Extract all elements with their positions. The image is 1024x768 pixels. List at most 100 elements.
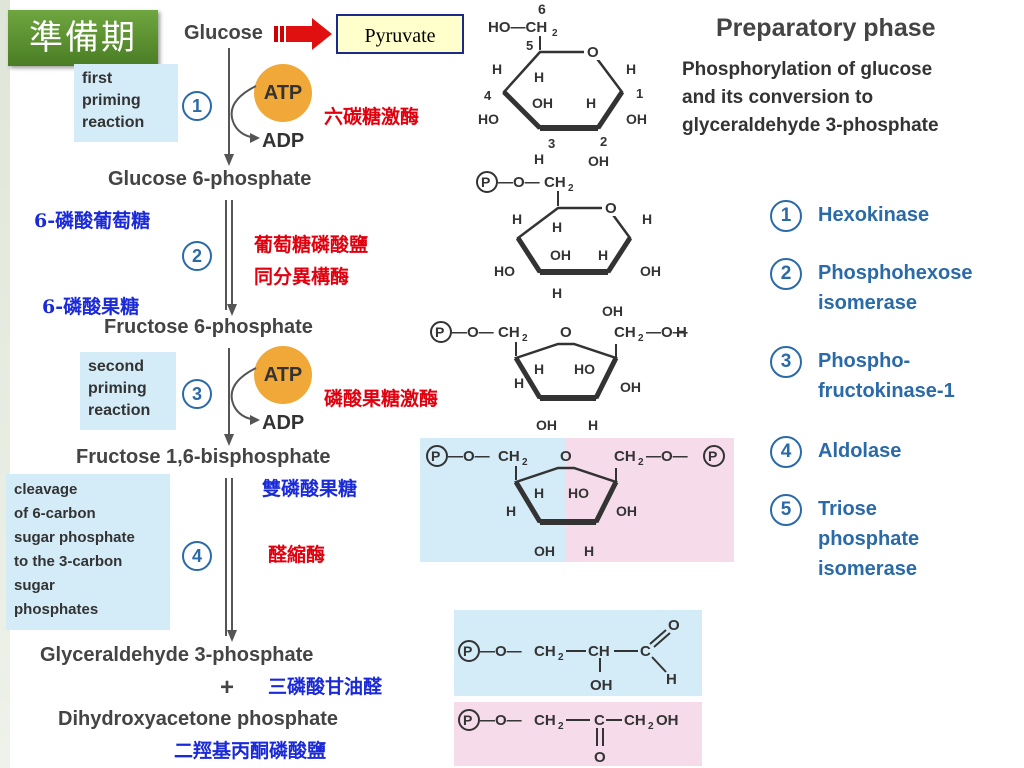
enzyme-name-line: fructokinase-1 bbox=[818, 380, 955, 402]
gap-label: Glyceraldehyde 3-phosphate bbox=[40, 644, 314, 666]
enzyme-3-badge: 3 bbox=[770, 346, 802, 378]
atom-label: H bbox=[506, 503, 516, 519]
subtitle-line: glyceraldehyde 3-phosphate bbox=[682, 115, 939, 136]
carbon-number: 4 bbox=[484, 88, 492, 103]
gap-box bbox=[454, 610, 702, 696]
subscript: 2 bbox=[552, 28, 558, 39]
subscript: 2 bbox=[558, 721, 564, 732]
atom-label: O bbox=[594, 749, 606, 766]
atom-label: H bbox=[534, 361, 544, 377]
enzyme-2-badge: 2 bbox=[770, 258, 802, 290]
atom-label: H bbox=[534, 485, 544, 501]
box-line: first bbox=[82, 70, 113, 87]
phosphate-label: P bbox=[708, 448, 717, 464]
phosphate-label: P bbox=[481, 174, 490, 190]
carbon-number: 6 bbox=[538, 1, 546, 17]
atom-label: H bbox=[586, 95, 596, 111]
subscript: 2 bbox=[558, 652, 564, 663]
step-4-badge: 4 bbox=[182, 541, 212, 571]
enzyme-name-line: Hexokinase bbox=[818, 204, 930, 226]
group-label: CH bbox=[544, 174, 566, 191]
ring-oxygen: O bbox=[560, 448, 572, 465]
atom-label: OH bbox=[616, 503, 637, 519]
zh-isomerase-2: 同分異構酶 bbox=[254, 266, 350, 288]
atom-label: O bbox=[668, 617, 680, 634]
box-line: priming bbox=[88, 380, 147, 397]
pyruvate-box: Pyruvate bbox=[336, 14, 464, 54]
subtitle-line: Phosphorylation of glucose bbox=[682, 59, 933, 80]
enzyme-name-line: Aldolase bbox=[818, 440, 902, 462]
group-label: —O— bbox=[448, 448, 490, 465]
zh-g6p: 6-磷酸葡萄糖 bbox=[34, 210, 151, 232]
zh-dhap: 二羥基丙酮磷酸鹽 bbox=[174, 740, 327, 762]
subscript: 2 bbox=[522, 333, 528, 344]
atom-label: H bbox=[666, 671, 677, 688]
atom-label: H bbox=[552, 285, 562, 301]
second-priming-box: second priming reaction bbox=[80, 352, 176, 430]
group-label: —O— bbox=[498, 174, 540, 191]
dhap-label: Dihydroxyacetone phosphate bbox=[58, 708, 339, 730]
atp-2: ATP bbox=[254, 346, 312, 404]
zh-isomerase-1: 葡萄糖磷酸鹽 bbox=[254, 234, 369, 256]
enzyme-name-line: Phosphohexose bbox=[818, 262, 973, 284]
carbon-number: 3 bbox=[548, 136, 555, 151]
ring-oxygen: O bbox=[605, 200, 617, 217]
carbon-number: 1 bbox=[636, 86, 643, 101]
zh-pfk: 磷酸果糖激酶 bbox=[324, 388, 439, 410]
atom-label: H bbox=[588, 417, 598, 433]
group-label: C bbox=[594, 712, 605, 729]
gap-structure: P —O— CH 2 CH C O H OH bbox=[458, 617, 680, 694]
g6p-label: Glucose 6-phosphate bbox=[108, 168, 312, 190]
enzyme-2-name: Phosphohexose isomerase bbox=[818, 258, 972, 318]
group-label: —O— bbox=[480, 643, 522, 660]
step-3-badge: 3 bbox=[182, 379, 212, 409]
page-subtitle: Phosphorylation of glucose and its conve… bbox=[682, 56, 939, 140]
subscript: 2 bbox=[568, 183, 574, 194]
atom-label: H bbox=[512, 211, 522, 227]
box-line: sugar bbox=[14, 577, 55, 594]
carbon-number: 5 bbox=[526, 38, 533, 53]
slide-side-strip bbox=[0, 0, 10, 768]
box-line: cleavage bbox=[14, 481, 78, 498]
phosphate-label: P bbox=[463, 643, 472, 659]
atom-label: HO bbox=[574, 361, 595, 377]
ring-oxygen: O bbox=[587, 44, 599, 61]
atom-label: OH bbox=[588, 153, 609, 169]
subscript: 2 bbox=[638, 333, 644, 344]
zh-f16bp: 雙磷酸果糖 bbox=[262, 478, 358, 500]
subscript: 2 bbox=[648, 721, 654, 732]
atom-label: HO bbox=[478, 111, 499, 127]
atom-label: H bbox=[552, 219, 562, 235]
enzyme-1-badge: 1 bbox=[770, 200, 802, 232]
dhap-box bbox=[454, 702, 702, 766]
f16bp-label: Fructose 1,6-bisphosphate bbox=[76, 446, 331, 468]
cleavage-box: cleavage of 6-carbon sugar phosphate to … bbox=[6, 474, 170, 630]
arrow-to-pyruvate-icon bbox=[274, 18, 332, 50]
atp-curve-arrow-icon bbox=[230, 85, 260, 143]
box-line: phosphates bbox=[14, 601, 99, 618]
atom-label: H bbox=[534, 69, 544, 85]
atom-label: OH bbox=[602, 303, 623, 319]
atom-label: H bbox=[676, 324, 687, 341]
box-line: reaction bbox=[82, 114, 145, 131]
atom-label: H bbox=[598, 247, 608, 263]
atom-label: OH bbox=[534, 543, 555, 559]
atom-label: H bbox=[534, 151, 544, 167]
enzyme-name-line: Triose bbox=[818, 498, 877, 520]
glucose-structure: 6 HO—CH 2 5 O H H 4 OH H H 1 HO OH 3 2 H… bbox=[478, 1, 647, 169]
adp-2: ADP bbox=[262, 412, 305, 434]
zh-gap: 三磷酸甘油醛 bbox=[268, 676, 383, 698]
enzyme-name-line: isomerase bbox=[818, 292, 917, 314]
group-label: CH bbox=[498, 324, 520, 341]
atom-label: OH bbox=[640, 263, 661, 279]
subscript: 2 bbox=[638, 457, 644, 468]
atom-label: HO bbox=[568, 485, 589, 501]
phosphate-label: P bbox=[431, 448, 440, 464]
atp-curve-arrow-icon bbox=[230, 367, 260, 425]
box-line: priming bbox=[82, 92, 141, 109]
ring-oxygen: O bbox=[560, 324, 572, 341]
group-label: CH bbox=[614, 448, 636, 465]
adp-1: ADP bbox=[262, 130, 305, 152]
group-label: —O— bbox=[646, 324, 688, 341]
group-label: CH bbox=[534, 712, 556, 729]
